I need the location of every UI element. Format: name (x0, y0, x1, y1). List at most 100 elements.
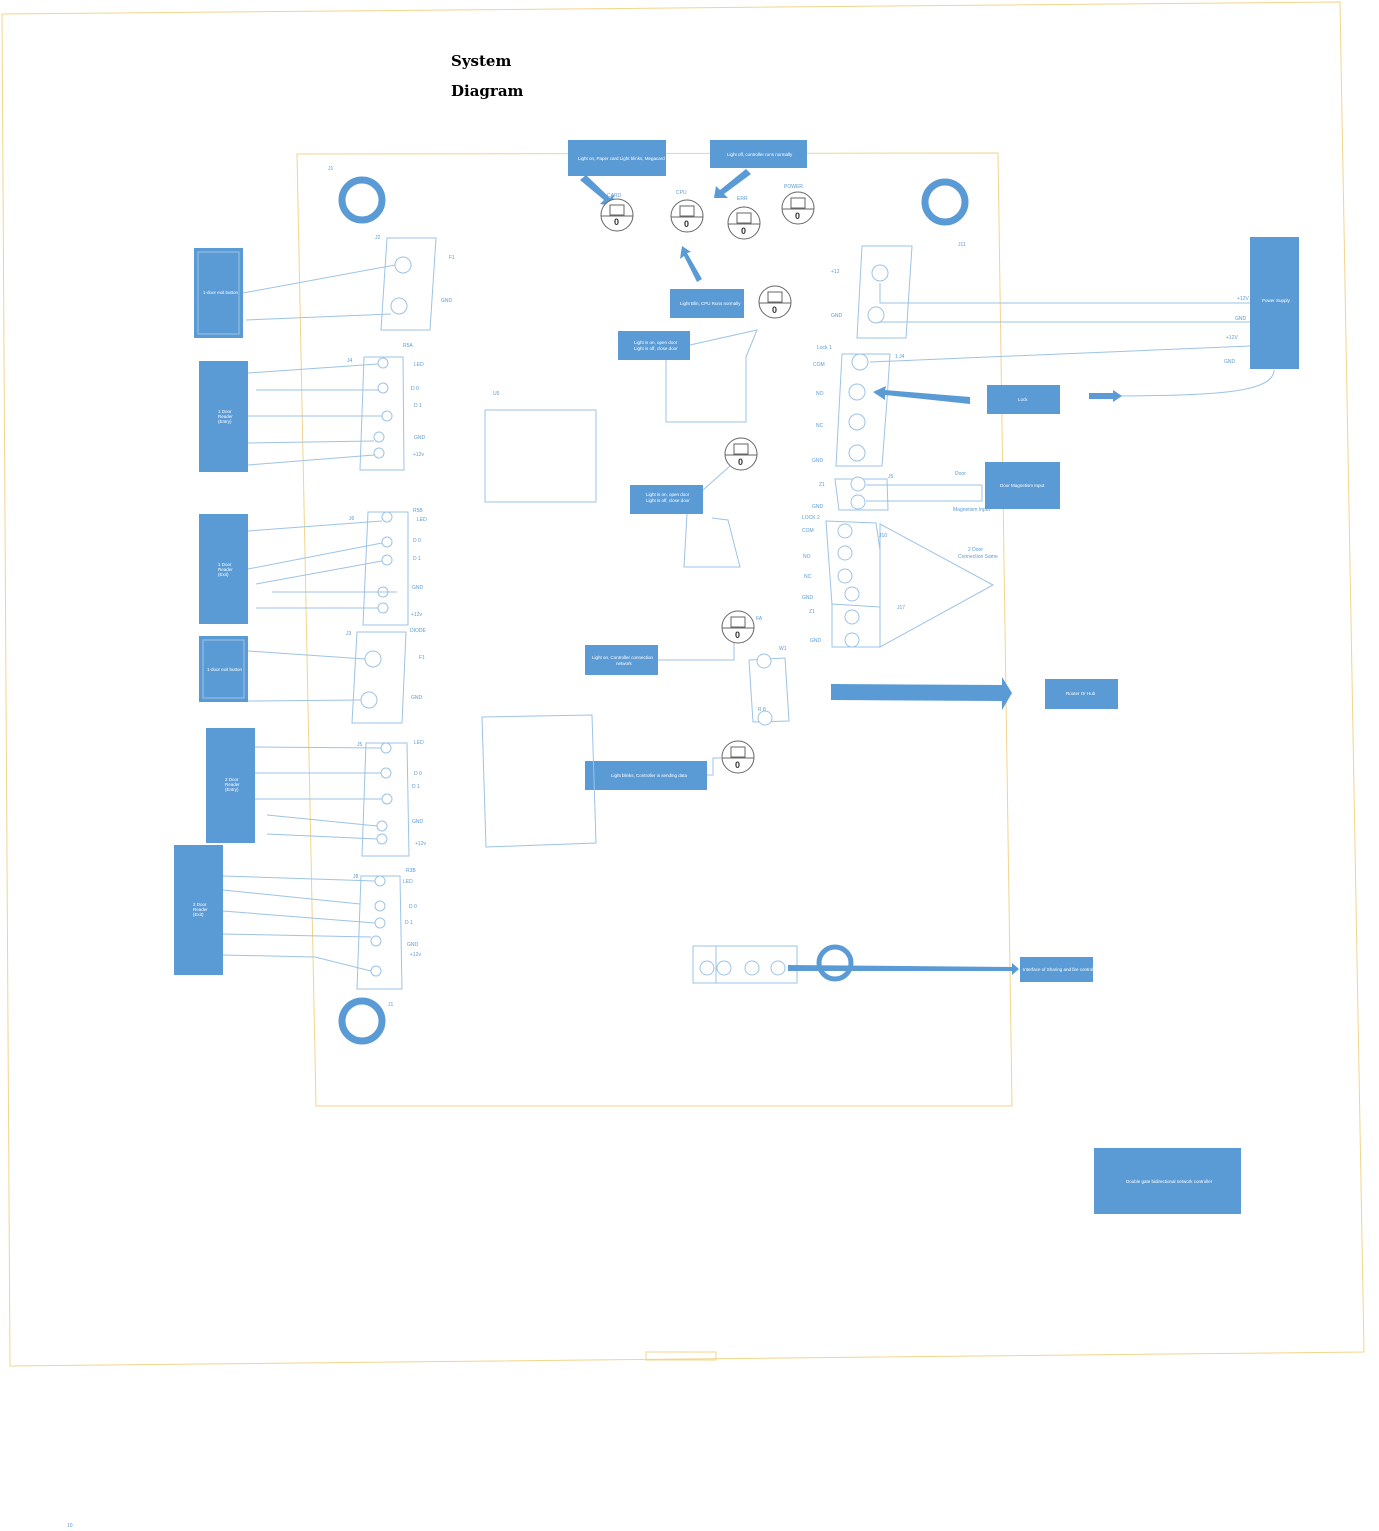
svg-text:GND: GND (810, 638, 822, 644)
svg-text:Lock: Lock (1018, 397, 1028, 402)
svg-text:GND: GND (831, 313, 843, 319)
svg-text:0: 0 (738, 457, 743, 467)
callout-err: Light off, controller runs normally (710, 140, 807, 168)
device-exit-button-1: 1-door exit button (194, 248, 243, 338)
svg-text:GND: GND (441, 298, 453, 304)
mounting-hole (338, 997, 386, 1045)
svg-text:LED: LED (414, 740, 424, 746)
svg-text:Light blinks, Controller is se: Light blinks, Controller is sending data (611, 773, 688, 778)
svg-text:GND: GND (407, 942, 419, 948)
power-wire (1119, 369, 1275, 397)
device-controller: Double gate bidirectional network contro… (1094, 1148, 1241, 1214)
arrow-icon (831, 677, 1012, 710)
svg-text:NC: NC (804, 574, 812, 580)
svg-text:LED: LED (403, 879, 413, 885)
callout-network: Light on, Controller connection network (585, 645, 658, 675)
svg-text:D 1: D 1 (405, 920, 413, 926)
svg-text:GND: GND (802, 595, 814, 601)
svg-text:Light is off, close door: Light is off, close door (634, 346, 678, 351)
label-j1: J1 (328, 166, 334, 172)
led-data: 0 (721, 740, 755, 774)
svg-text:Door Magnetism Input: Door Magnetism Input (1000, 483, 1045, 488)
svg-text:NO: NO (816, 391, 824, 397)
title-line-1: System (451, 52, 511, 70)
mounting-hole (921, 178, 969, 226)
svg-text:0: 0 (795, 211, 800, 221)
svg-text:1 J4: 1 J4 (895, 354, 905, 360)
svg-text:Light is on, open door: Light is on, open door (646, 492, 690, 497)
svg-text:R3B: R3B (406, 868, 416, 874)
device-fire-interface: Interface of Sharing and fire control (1020, 957, 1093, 982)
led-leader (702, 465, 731, 491)
svg-text:Connection Same: Connection Same (958, 554, 998, 560)
svg-text:Reader: Reader (218, 414, 233, 419)
svg-text:Z1: Z1 (809, 609, 815, 615)
svg-text:0: 0 (772, 305, 777, 315)
device-exit-button-2: 1-door exit button (199, 636, 248, 702)
svg-text:Interface of Sharing and fire: Interface of Sharing and fire control (1023, 967, 1093, 972)
svg-text:FA: FA (756, 616, 763, 622)
svg-text:CPU: CPU (676, 190, 687, 196)
svg-text:Light is on, open door: Light is on, open door (634, 340, 678, 345)
arrow-icon (680, 246, 702, 282)
svg-text:1 Door: 1 Door (218, 409, 232, 414)
callout-card: Light on, Paper card Light blinks, Megac… (568, 140, 666, 176)
svg-text:R5A: R5A (403, 343, 413, 349)
svg-text:0: 0 (614, 217, 619, 227)
svg-text:Light is off, close door: Light is off, close door (646, 498, 690, 503)
svg-text:0: 0 (735, 760, 740, 770)
svg-text:F1: F1 (419, 655, 425, 661)
svg-text:Reader: Reader (193, 907, 208, 912)
svg-text:D 1: D 1 (414, 403, 422, 409)
power-wire (869, 345, 1251, 363)
svg-text:Router Or Hub: Router Or Hub (1066, 691, 1096, 696)
svg-text:J10: J10 (879, 533, 887, 539)
svg-text:Lock 1: Lock 1 (817, 345, 832, 351)
led-network: FA 0 (721, 610, 763, 644)
svg-text:NO: NO (803, 554, 811, 560)
svg-text:0: 0 (741, 226, 746, 236)
svg-text:1 Door: 1 Door (218, 562, 232, 567)
svg-text:+12v: +12v (411, 612, 422, 618)
title-line-2: Diagram (451, 82, 524, 100)
svg-text:0: 0 (735, 630, 740, 640)
led-relay-2: 0 (724, 437, 758, 471)
svg-text:LED: LED (414, 362, 424, 368)
page-border (1, 1, 1365, 1367)
label-u5: U5 (493, 391, 500, 397)
mounting-hole (816, 944, 854, 982)
svg-text:GND: GND (411, 695, 423, 701)
svg-text:1-door exit button: 1-door exit button (207, 667, 243, 672)
svg-text:LOCK 2: LOCK 2 (802, 515, 820, 521)
svg-text:Power Supply: Power Supply (1262, 298, 1291, 303)
mounting-hole (338, 176, 386, 224)
ps-label: +12V (1237, 296, 1249, 302)
led-err: ERR 0 (727, 196, 761, 240)
svg-text:GND: GND (812, 504, 824, 510)
svg-text:2 Door: 2 Door (968, 547, 983, 553)
page-tab (645, 1351, 717, 1361)
svg-text:+12v: +12v (413, 452, 424, 458)
svg-text:network: network (616, 661, 633, 666)
led-leader (707, 757, 722, 776)
relay-2-outline (683, 513, 741, 568)
svg-text:D 1: D 1 (413, 556, 421, 562)
svg-text:COM: COM (802, 528, 814, 534)
svg-text:ERR: ERR (737, 196, 748, 202)
led-relay: 0 (758, 285, 792, 319)
board-outline (296, 152, 1013, 1107)
svg-text:D 0: D 0 (414, 771, 422, 777)
svg-text:(Entry): (Entry) (225, 787, 239, 792)
ps-label: GND (1224, 359, 1236, 365)
